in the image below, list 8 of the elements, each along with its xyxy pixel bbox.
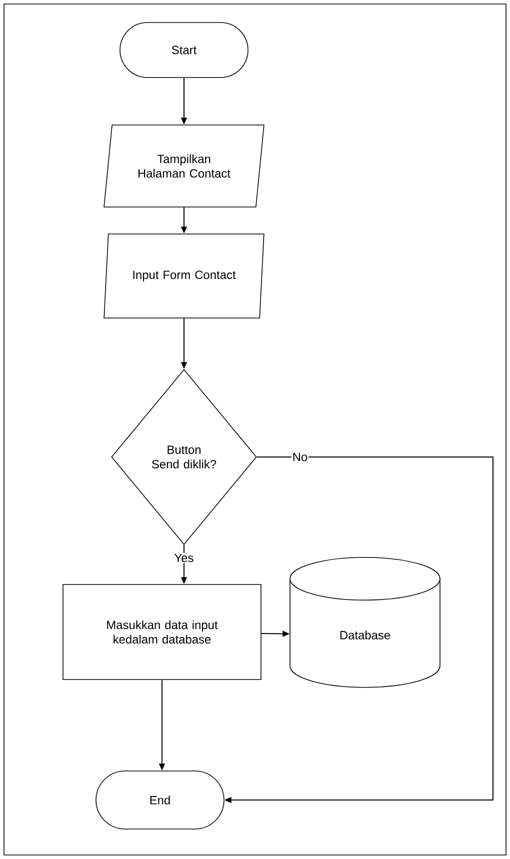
database-cylinder: Database	[290, 557, 440, 688]
edge-label: Yes	[173, 552, 195, 564]
process-box: Masukkan data input kedalam database	[62, 584, 262, 680]
end-terminal: End	[96, 770, 224, 830]
edge-label: No	[291, 452, 309, 462]
input-output-parallelogram: Tampilkan Halaman Contact	[104, 124, 264, 208]
input-output-parallelogram: Input Form Contact	[104, 234, 264, 318]
start-terminal: Start	[120, 22, 248, 78]
